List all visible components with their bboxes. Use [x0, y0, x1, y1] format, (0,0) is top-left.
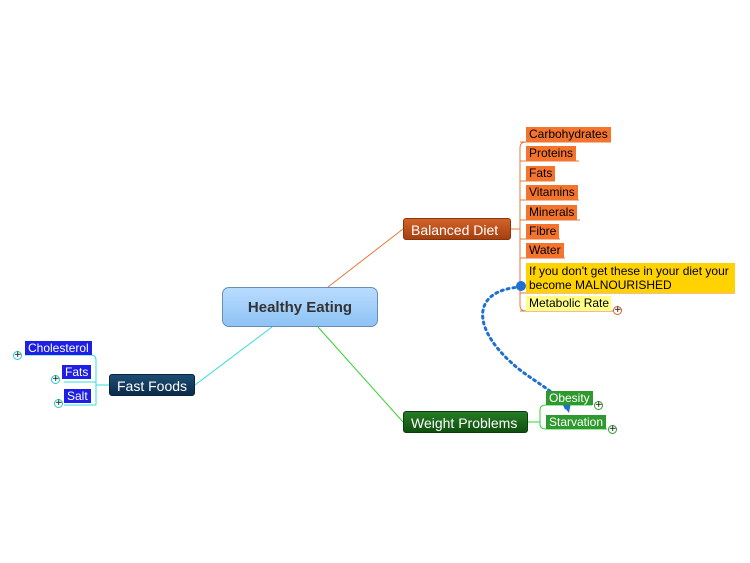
- subtopic-water[interactable]: Water: [526, 243, 564, 258]
- topic-fast-foods[interactable]: Fast Foods: [109, 374, 195, 396]
- topic-weight-problems[interactable]: Weight Problems: [403, 411, 528, 433]
- topic-balanced-diet[interactable]: Balanced Diet: [403, 218, 511, 240]
- subtopic-obesity[interactable]: Obesity: [546, 391, 593, 405]
- subtopic-fibre[interactable]: Fibre: [526, 224, 560, 239]
- expand-starvation-icon[interactable]: +: [608, 424, 617, 434]
- subtopic-metabolic-rate[interactable]: Metabolic Rate: [526, 296, 611, 311]
- expand-obesity-icon[interactable]: +: [594, 400, 603, 410]
- subtopic-minerals[interactable]: Minerals: [526, 205, 578, 220]
- subtopic-cholesterol[interactable]: Cholesterol: [25, 341, 92, 355]
- subtopic-starvation[interactable]: Starvation: [546, 415, 607, 429]
- central-topic[interactable]: Healthy Eating: [222, 287, 378, 327]
- expand-metabolic-icon[interactable]: +: [613, 305, 622, 315]
- subtopic-vitamins[interactable]: Vitamins: [526, 185, 578, 200]
- link-balanced-bracket: [511, 141, 527, 312]
- balanced-item-underlines: [520, 141, 735, 312]
- link-fast-bracket: [25, 354, 109, 406]
- link-central-weight: [317, 326, 404, 423]
- subtopic-carbohydrates[interactable]: Carbohydrates: [526, 127, 611, 142]
- subtopic-proteins[interactable]: Proteins: [526, 146, 577, 161]
- link-weight-bracket: [528, 404, 607, 430]
- subtopic-salt[interactable]: Salt: [64, 389, 91, 403]
- expand-salt-icon[interactable]: +: [54, 398, 63, 408]
- link-central-balanced: [327, 228, 404, 288]
- subtopic-fats-fast[interactable]: Fats: [62, 365, 92, 379]
- subtopic-fats[interactable]: Fats: [526, 166, 556, 181]
- note-malnourished[interactable]: If you don't get these in your diet your…: [526, 263, 735, 293]
- link-central-fast: [194, 326, 273, 386]
- expand-fats-icon[interactable]: +: [51, 374, 60, 384]
- expand-cholesterol-icon[interactable]: +: [13, 350, 22, 360]
- relation-start-handle-icon[interactable]: [516, 281, 526, 291]
